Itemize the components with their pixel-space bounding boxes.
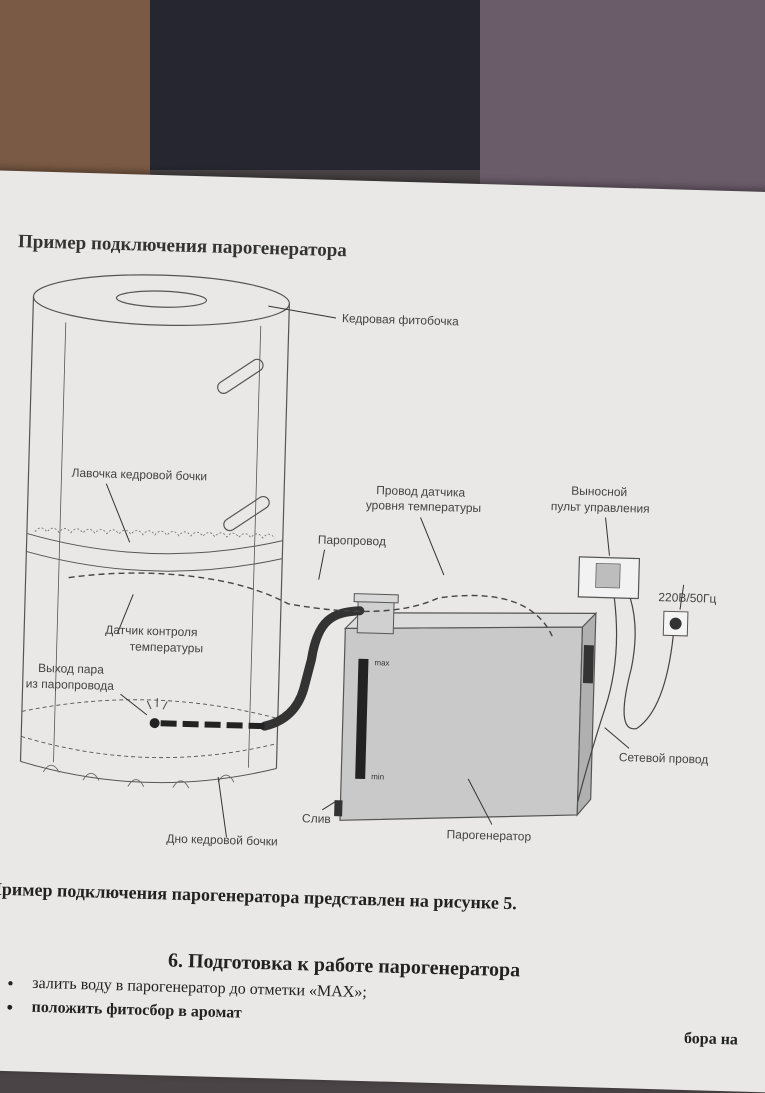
background-wood	[0, 0, 150, 200]
background-floor	[480, 0, 765, 200]
label-temp-wire-2: уровня температуры	[366, 498, 482, 515]
label-remote-2: пульт управления	[551, 499, 650, 516]
label-steam-pipe: Паропровод	[318, 533, 387, 549]
instruction-list: залить воду в парогенератор до отметки «…	[6, 971, 367, 1029]
label-sensor-1: Датчик контроля	[105, 623, 198, 640]
label-sensor-2: температуры	[130, 639, 204, 655]
pointer-lines	[105, 305, 685, 838]
steam-pipe	[146, 606, 365, 731]
connection-diagram: max min	[19, 274, 717, 849]
barrel-handles	[217, 358, 270, 532]
gauge-min-label: min	[371, 772, 384, 781]
bench-slats	[34, 527, 276, 539]
figure-caption: Пример подключения парогенератора предст…	[0, 878, 518, 914]
label-drain: Слив	[302, 811, 331, 826]
label-bottom: Дно кедровой бочки	[166, 831, 278, 848]
label-power-cord: Сетевой провод	[619, 750, 709, 766]
remote-panel	[577, 556, 641, 803]
label-steam-out-1: Выход пара	[38, 661, 104, 677]
power-outlet	[623, 598, 689, 730]
label-barrel: Кедровая фитобочка	[342, 311, 460, 328]
label-bench: Лавочка кедровой бочки	[71, 466, 207, 484]
bottom-arches	[42, 764, 235, 789]
label-generator: Парогенератор	[446, 827, 531, 843]
temperature-sensor-wire	[68, 572, 553, 637]
label-temp-wire-1: Провод датчика	[376, 483, 466, 499]
label-voltage: 220В/50Гц	[658, 590, 717, 606]
label-remote-1: Выносной	[571, 484, 627, 500]
barrel	[19, 274, 290, 784]
background-dark	[150, 0, 510, 170]
gauge-max-label: max	[374, 658, 389, 667]
label-steam-out-2: из паропровода	[25, 676, 114, 692]
steam-generator: max min	[334, 593, 598, 821]
cut-off-text: бора на	[683, 1029, 739, 1049]
document-page: Пример подключения парогенератора	[0, 170, 765, 1093]
